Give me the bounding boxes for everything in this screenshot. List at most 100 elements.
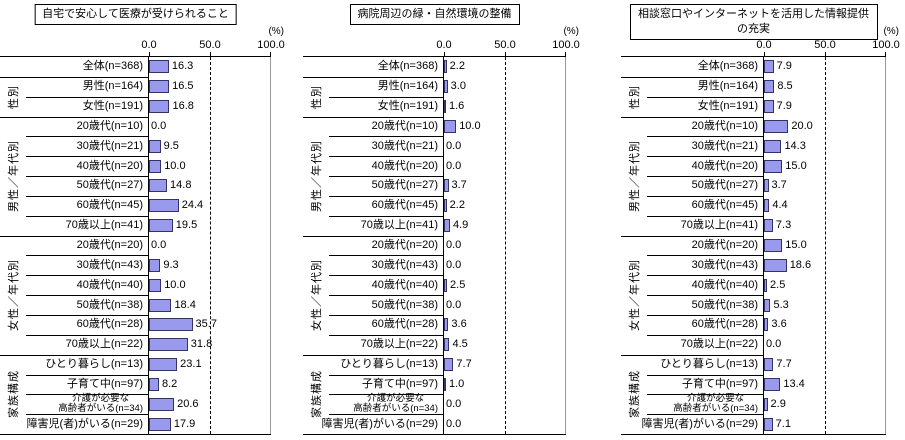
separator-line [303, 116, 443, 118]
bar-row: 8.5 [764, 77, 886, 97]
value-label: 9.3 [163, 258, 179, 271]
value-label: 18.4 [174, 298, 196, 311]
category-label-row: 20歳代(n=20) [303, 235, 443, 256]
bar-row: 0.0 [444, 156, 566, 176]
category-label: 50歳代(n=27) [371, 179, 438, 192]
axis-tick [505, 52, 506, 57]
chart-panel-hospital-green-environment: 病院周辺の緑・自然環境の整備全体(n=368)男性(n=164)女性(n=191… [303, 0, 580, 440]
category-label: 60歳代(n=28) [76, 318, 143, 331]
category-label-row: 子育て中(n=97) [0, 374, 148, 395]
bar [764, 199, 770, 213]
category-label: 全体(n=368) [697, 60, 758, 73]
category-label-row: 全体(n=368) [0, 57, 148, 77]
bar-row: 3.7 [764, 176, 886, 196]
separator-line [329, 295, 443, 297]
category-label: 40歳代(n=20) [371, 159, 438, 172]
value-label: 0.0 [446, 417, 462, 430]
value-label: 14.8 [170, 179, 192, 192]
bar-row: 16.8 [149, 97, 271, 117]
bar-row: 4.4 [764, 196, 886, 216]
bar-row: 0.0 [444, 295, 566, 315]
category-label: 障害児(者)がいる(n=29) [641, 417, 758, 430]
category-label: 40歳代(n=40) [371, 278, 438, 291]
category-label-row: 70歳以上(n=22) [303, 334, 443, 355]
bar-row: 3.6 [764, 315, 886, 335]
bar [149, 338, 188, 352]
bar [444, 179, 449, 193]
bar-row: 7.9 [764, 57, 886, 77]
bar-row: 9.3 [149, 255, 271, 275]
value-label: 7.7 [456, 358, 472, 371]
category-label-row: 介護が必要な 高齢者がいる(n=34) [0, 393, 148, 414]
value-label: 0.0 [151, 119, 167, 132]
gridline-50pct [825, 57, 826, 434]
axis-tick [825, 52, 826, 57]
bar-row: 7.9 [764, 97, 886, 117]
bar [764, 80, 775, 94]
separator-line [329, 96, 443, 98]
bar [149, 100, 170, 114]
bar-row: 24.4 [149, 196, 271, 216]
bar-row: 0.0 [149, 236, 271, 256]
value-label: 7.9 [776, 60, 792, 73]
bar [444, 278, 448, 292]
bar [444, 199, 447, 213]
bar [149, 417, 171, 431]
category-label: 20歳代(n=10) [691, 119, 758, 132]
bar-row: 9.5 [149, 136, 271, 156]
category-label-row: 60歳代(n=45) [0, 195, 148, 216]
category-label: 子育て中(n=97) [361, 377, 438, 390]
bar [444, 60, 447, 74]
value-label: 18.6 [789, 258, 812, 271]
value-label: 24.4 [181, 199, 204, 212]
value-label: 5.3 [773, 298, 789, 311]
bar-row: 17.9 [149, 414, 271, 434]
category-label: 女性(n=191) [697, 100, 758, 113]
category-label: 20歳代(n=20) [691, 239, 758, 252]
category-label-row: 70歳以上(n=41) [0, 215, 148, 236]
separator-line [329, 275, 443, 277]
group-label-text: 女性／年代別 [8, 259, 20, 332]
category-label-row: 全体(n=368) [621, 57, 763, 77]
category-label-row: 40歳代(n=40) [303, 275, 443, 295]
category-label-row: ひとり暮らし(n=13) [621, 354, 763, 375]
bar-row: 1.6 [444, 97, 566, 117]
category-label-row: 30歳代(n=21) [621, 136, 763, 156]
bar-row: 2.2 [444, 196, 566, 216]
chart-title: 病院周辺の緑・自然環境の整備 [349, 4, 520, 25]
category-label-row: 40歳代(n=20) [621, 156, 763, 176]
separator-line [329, 374, 443, 376]
value-label: 15.0 [785, 239, 807, 252]
value-label: 16.5 [172, 80, 194, 93]
value-label: 7.3 [775, 219, 792, 232]
axis-tick-label: 50.0 [199, 39, 221, 51]
category-label-row: 40歳代(n=20) [303, 156, 443, 176]
category-label-row: 20歳代(n=20) [0, 235, 148, 256]
category-label: 全体(n=368) [82, 60, 143, 73]
category-label-column: 全体(n=368)男性(n=164)女性(n=191)20歳代(n=10)30歳… [0, 57, 148, 434]
group-label-text: 家族構成 [8, 370, 20, 419]
category-label: 全体(n=368) [377, 60, 438, 73]
bar [764, 377, 781, 391]
value-label: 16.3 [171, 60, 194, 73]
separator-line [26, 255, 148, 257]
category-label-row: 50歳代(n=27) [0, 176, 148, 196]
separator-line [647, 394, 763, 396]
bar-row: 20.6 [149, 394, 271, 414]
bar [149, 377, 159, 391]
category-label: 50歳代(n=38) [76, 298, 143, 311]
axis-tick-label: 0.0 [141, 39, 157, 51]
category-label: 60歳代(n=45) [371, 199, 438, 212]
value-label: 3.7 [451, 179, 467, 192]
category-label: 70歳以上(n=41) [360, 219, 438, 232]
axis-tick-label: 0.0 [756, 39, 772, 51]
separator-line [26, 215, 148, 217]
bar [764, 139, 782, 153]
separator-line [647, 374, 763, 376]
bar [444, 219, 450, 233]
bar-row: 2.2 [444, 57, 566, 77]
group-label: 女性／年代別 [621, 236, 647, 355]
group-label: 男性／年代別 [0, 117, 26, 236]
value-label: 23.1 [180, 358, 202, 371]
category-label-row: 40歳代(n=20) [0, 156, 148, 176]
